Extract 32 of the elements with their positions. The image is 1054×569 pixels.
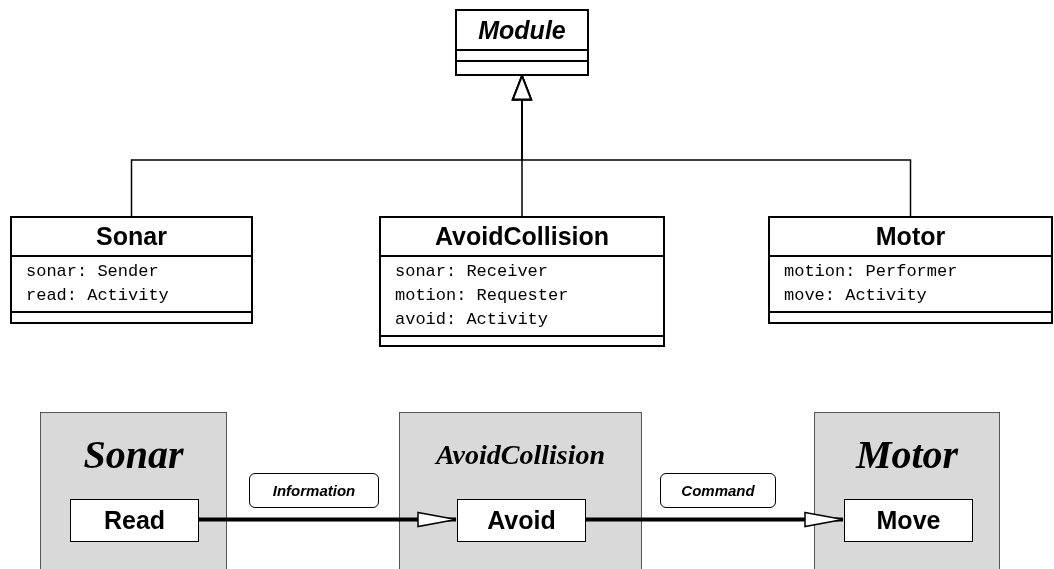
class-box	[379, 216, 665, 347]
class-attribute: motion: Performer	[784, 261, 959, 283]
module-title: Motor	[854, 435, 960, 475]
activity-name: Move	[876, 508, 941, 533]
class-attribute: sonar: Receiver	[395, 261, 550, 283]
edge-label: Command	[660, 473, 776, 508]
class-box	[455, 9, 589, 76]
module-box	[399, 412, 642, 569]
class-attribute: avoid: Activity	[395, 309, 550, 331]
activity-name: Avoid	[487, 508, 556, 533]
arrow	[198, 511, 457, 528]
class-attribute: read: Activity	[26, 285, 170, 307]
inheritance-arrow	[511, 75, 912, 217]
module-box	[40, 412, 227, 569]
class-name: Module	[478, 17, 566, 43]
activity-box	[70, 499, 199, 542]
class-box	[768, 216, 1053, 324]
activity-name: Read	[103, 508, 166, 533]
module-title: AvoidCollision	[433, 441, 607, 469]
class-name: AvoidCollision	[434, 224, 610, 249]
class-box	[10, 216, 253, 324]
edge-label: Information	[249, 473, 379, 508]
activity-box	[457, 499, 586, 542]
class-attribute: motion: Requester	[395, 285, 570, 307]
class-attribute: sonar: Sender	[26, 261, 160, 283]
activity-box	[844, 499, 973, 542]
arrow	[585, 511, 844, 528]
class-name: Sonar	[96, 224, 167, 249]
module-box	[814, 412, 1000, 569]
class-attribute: move: Activity	[784, 285, 928, 307]
module-title: Sonar	[82, 435, 185, 475]
class-name: Motor	[875, 224, 946, 249]
